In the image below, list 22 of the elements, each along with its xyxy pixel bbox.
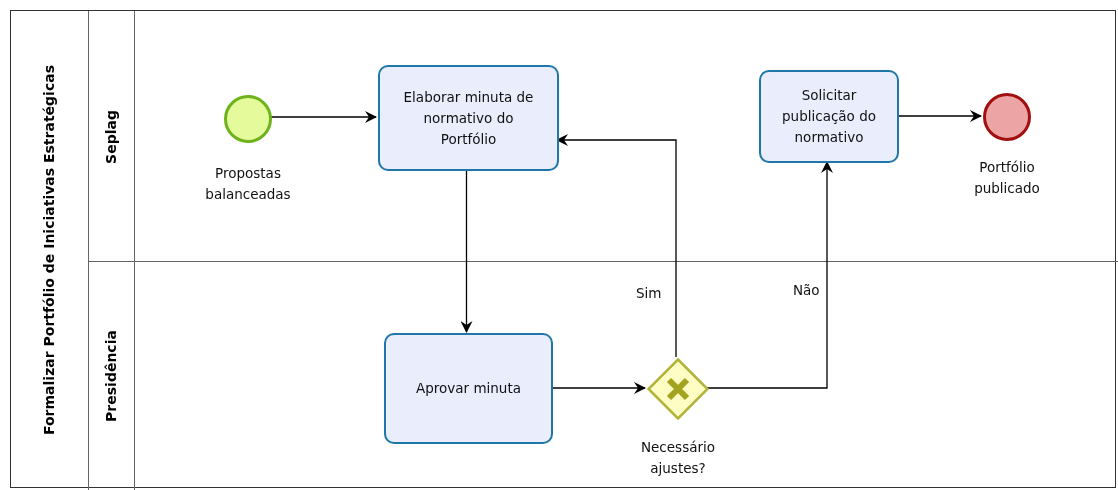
event-label: Propostas balanceadas	[204, 164, 292, 204]
event-label: Necessário ajustes?	[639, 438, 716, 478]
task-box	[378, 65, 559, 171]
arrow	[269, 111, 377, 123]
task-label: Solicitar publicação do normativo	[781, 86, 877, 147]
task-box	[384, 333, 553, 444]
swimlane	[88, 11, 1118, 262]
lane-title: Presidência	[103, 330, 119, 422]
pool-title: Formalizar Portfólio de Iniciativas Estratégicas	[41, 65, 57, 435]
end-event-circle	[983, 93, 1031, 141]
arrow	[706, 161, 833, 389]
arrow	[550, 382, 646, 394]
arrow	[460, 169, 473, 333]
pool	[10, 10, 1116, 488]
task-box	[759, 70, 899, 163]
task-label: Aprovar minuta	[416, 379, 521, 398]
arrow	[556, 134, 677, 358]
arrow	[896, 110, 982, 122]
start-event-circle	[224, 95, 272, 143]
event-label: Portfólio publicado	[973, 158, 1041, 198]
lane-title: Seplag	[103, 109, 119, 164]
task-label: Elaborar minuta de normativo do Portfólio	[402, 87, 535, 149]
